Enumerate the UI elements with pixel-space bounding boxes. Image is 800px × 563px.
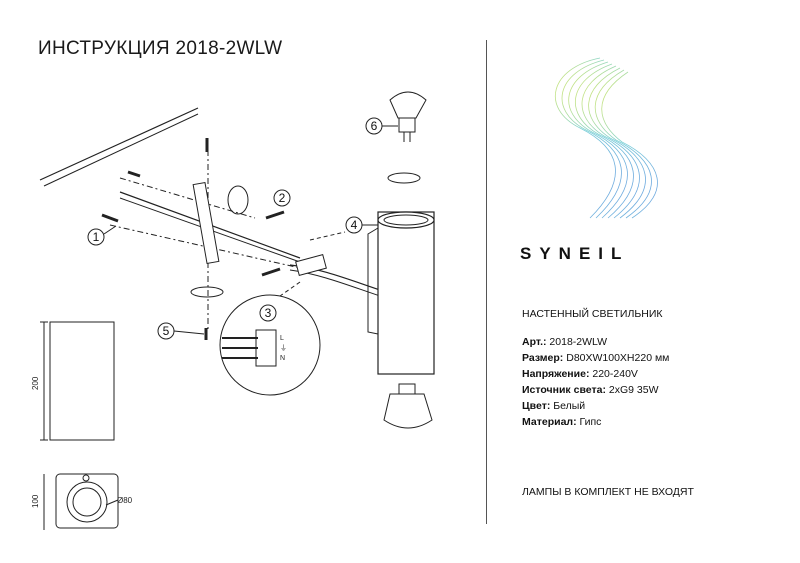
- callout-4: 4: [351, 218, 358, 232]
- callout-6: 6: [371, 119, 378, 133]
- document-title: ИНСТРУКЦИЯ 2018-2WLW: [38, 38, 283, 59]
- callouts: [87, 117, 398, 340]
- dimension-height: 200: [31, 376, 40, 390]
- dimension-diameter: Ø80: [117, 496, 133, 505]
- wire-label-ground: ⏚: [280, 344, 287, 352]
- callout-5: 5: [163, 324, 170, 338]
- callout-2: 2: [279, 191, 286, 205]
- wire-label-n: N: [280, 355, 285, 362]
- callout-3: 3: [265, 306, 272, 320]
- callout-1: 1: [93, 230, 100, 244]
- spec-color: Цвет: Белый: [522, 400, 586, 412]
- dimension-depth: 100: [31, 494, 40, 508]
- installation-drawing: 1 2 3 4 5 6 L ⏚ N 200 100 Ø80: [31, 91, 435, 530]
- vertical-divider: [486, 40, 487, 524]
- spec-light-source: Источник света: 2xG9 35W: [522, 384, 659, 396]
- spec-size: Размер: D80XW100XH220 мм: [522, 352, 670, 364]
- brand-name: SYNEIL: [520, 244, 630, 263]
- brand-logo-icon: [554, 57, 658, 219]
- product-type: НАСТЕННЫЙ СВЕТИЛЬНИК: [522, 308, 663, 320]
- wire-label-l: L: [280, 335, 284, 342]
- spec-material: Материал: Гипс: [522, 416, 602, 428]
- lamps-not-included-note: ЛАМПЫ В КОМПЛЕКТ НЕ ВХОДЯТ: [522, 486, 694, 498]
- spec-voltage: Напряжение: 220-240V: [522, 368, 638, 380]
- spec-article: Арт.: 2018-2WLW: [522, 336, 607, 348]
